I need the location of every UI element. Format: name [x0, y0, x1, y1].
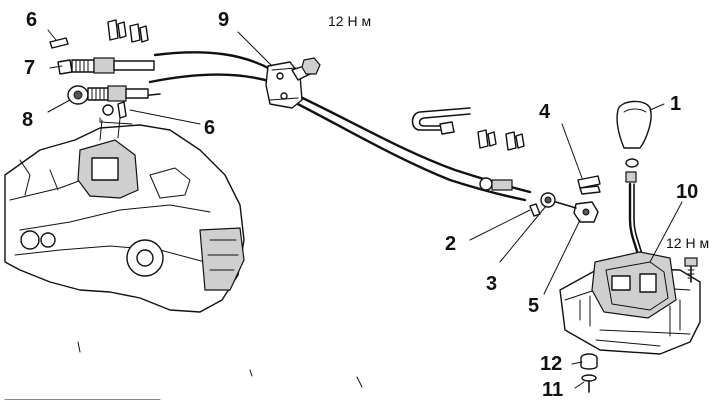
bolt-11: [581, 374, 597, 393]
transmission-housing: [4, 117, 245, 313]
shift-knob-1: [616, 100, 652, 183]
joint-3: [540, 192, 556, 208]
spring-clip: [411, 107, 471, 135]
clip-6-lower: [99, 101, 133, 125]
callout-5: 5: [528, 295, 539, 317]
cable-end-8: [67, 85, 149, 105]
callout-6-top: 6: [26, 9, 37, 31]
shift-lever: [628, 182, 645, 264]
callout-3: 3: [486, 273, 497, 295]
callout-1: 1: [670, 93, 681, 115]
clip-6-top: [49, 37, 69, 49]
bracket-nut: [301, 57, 321, 75]
clip-4: [577, 175, 601, 195]
leader-lines: [47, 29, 683, 389]
callout-7: 7: [24, 57, 35, 79]
bushing-12: [580, 353, 598, 370]
torque-bracket: 12 Н м: [328, 13, 371, 29]
torque-specs: 12 Н м 12 Н м: [328, 13, 709, 251]
callout-8: 8: [22, 109, 33, 131]
callout-6-lower: 6: [204, 117, 215, 139]
callout-9: 9: [218, 9, 229, 31]
shifter-bolt: [684, 257, 698, 283]
cable-end-middle: [479, 177, 513, 191]
callout-12: 12: [540, 353, 562, 375]
stray-marks: [4, 341, 363, 400]
retaining-clips-middle: [477, 129, 525, 151]
torque-shifter: 12 Н м: [666, 235, 709, 251]
callout-4: 4: [539, 101, 551, 123]
cable-end-7: [57, 57, 155, 75]
pin-2: [529, 203, 541, 217]
cable-end-5: [555, 201, 599, 223]
callout-numbers: 6 7 8 6 9 1 4 2 3 5 10 12 11: [22, 9, 698, 400]
retaining-clips-top: [107, 19, 149, 43]
callout-10: 10: [676, 181, 698, 203]
callout-11: 11: [542, 379, 563, 400]
shifter-base-10: [559, 251, 701, 355]
callout-2: 2: [445, 233, 456, 255]
